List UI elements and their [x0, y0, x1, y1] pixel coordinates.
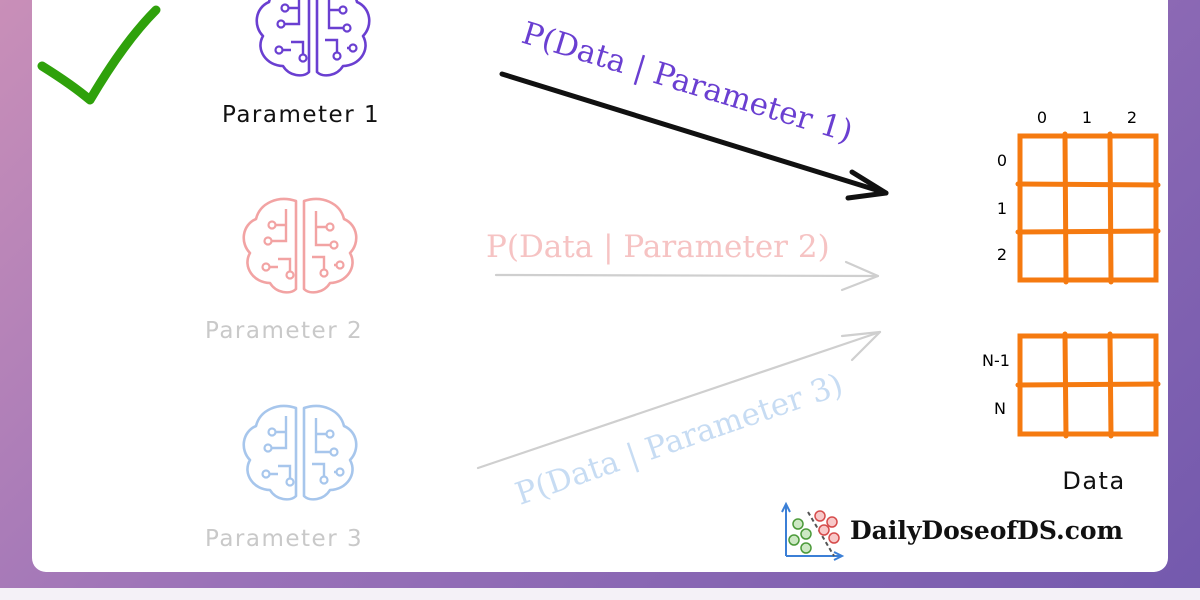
parameter-3-label: Parameter 3: [205, 526, 363, 552]
row-label-1: 1: [997, 199, 1007, 218]
row-label-0: 0: [997, 151, 1007, 170]
arrow-parameter-1: [499, 71, 889, 201]
diagram-card: [32, 0, 1168, 572]
parameter-1-label: Parameter 1: [222, 102, 380, 128]
likelihood-label-parameter-2: P(Data | Parameter 2): [486, 229, 830, 265]
brain-icon-parameter-3: [242, 404, 358, 501]
brand-name: DailyDoseofDS.com: [850, 516, 1124, 545]
arrow-parameter-2: [494, 260, 880, 292]
data-grid-top: [1015, 131, 1161, 285]
row-label-n: N: [994, 399, 1006, 418]
column-label-1: 1: [1082, 108, 1092, 127]
column-label-0: 0: [1037, 108, 1047, 127]
brain-icon-parameter-2: [242, 197, 358, 294]
column-label-2: 2: [1127, 108, 1137, 127]
data-label: Data: [1062, 467, 1125, 495]
parameter-2-label: Parameter 2: [205, 318, 363, 344]
row-label-n-minus-1: N-1: [982, 351, 1010, 370]
arrow-parameter-3: [476, 330, 882, 470]
checkmark-icon: [37, 5, 161, 105]
brand-logo-icon: [781, 501, 845, 561]
row-label-2: 2: [997, 245, 1007, 264]
bottom-band: [0, 588, 1200, 600]
brain-icon-parameter-1: [255, 0, 371, 77]
data-grid-bottom: [1015, 331, 1161, 439]
